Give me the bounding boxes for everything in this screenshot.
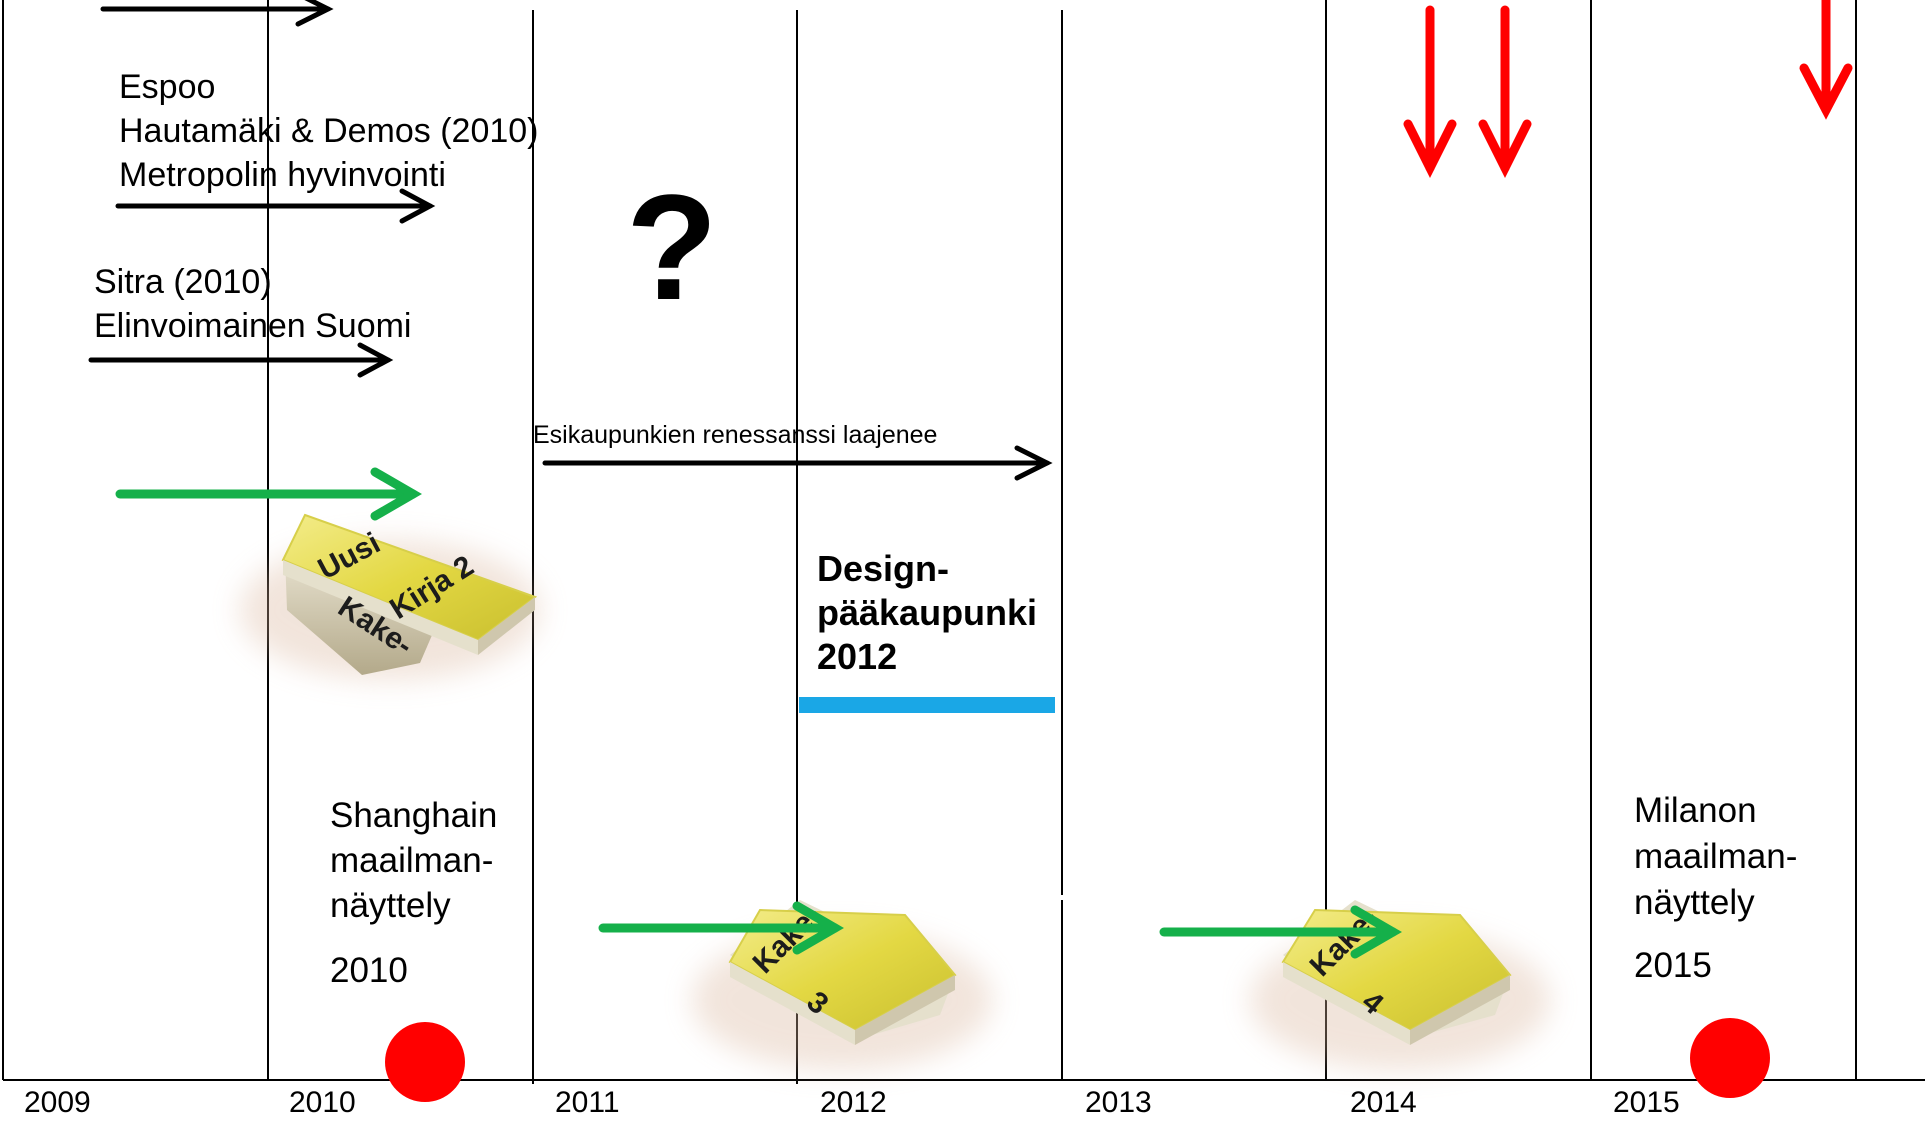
question-mark: ? xyxy=(626,163,718,331)
green-arrows xyxy=(115,467,1402,959)
year-label-2013: 2013 xyxy=(1085,1086,1152,1119)
year-label-2010: 2010 xyxy=(289,1086,356,1119)
shanghai-line3: näyttely xyxy=(330,886,451,925)
green-arrow-1 xyxy=(115,467,422,521)
event-dot-shanghai xyxy=(385,1022,465,1102)
milan-line1: Milanon xyxy=(1634,791,1757,830)
year-label-2015: 2015 xyxy=(1613,1086,1680,1119)
arrow-sitra xyxy=(88,342,394,378)
design-capital-bar xyxy=(799,697,1055,713)
espoo-label: Espoo xyxy=(119,68,216,106)
design-capital-line1: Design- xyxy=(817,548,950,589)
milan-line3: näyttely xyxy=(1634,883,1755,922)
black-arrows xyxy=(88,0,1053,481)
metropolin-label: Metropolin hyvinvointi xyxy=(119,156,446,194)
milan-line2: maailman- xyxy=(1634,837,1798,876)
red-arrow-1 xyxy=(1403,5,1457,179)
arrow-espoo xyxy=(115,188,436,224)
event-dot-milan xyxy=(1690,1018,1770,1098)
red-arrow-2 xyxy=(1478,5,1532,179)
year-label-2012: 2012 xyxy=(820,1086,887,1119)
arrow-renaissance xyxy=(542,445,1053,481)
year-label-2011: 2011 xyxy=(555,1086,620,1119)
red-arrow-3 xyxy=(1799,0,1853,120)
milan-line4: 2015 xyxy=(1634,946,1712,985)
green-arrow-2 xyxy=(598,901,844,955)
year-label-2014: 2014 xyxy=(1350,1086,1417,1119)
year-dividers xyxy=(2,0,1857,1084)
shanghai-line2: maailman- xyxy=(330,841,494,880)
green-arrow-3 xyxy=(1159,905,1402,959)
renaissance-label: Esikaupunkien renessanssi laajenee xyxy=(533,421,938,449)
design-capital-line2: pääkaupunki xyxy=(817,592,1038,633)
red-arrows xyxy=(1403,0,1853,179)
sitra-label: Sitra (2010) xyxy=(94,263,272,301)
shanghai-line1: Shanghain xyxy=(330,796,498,835)
book-uusi-kake-kirja-2: Uusi Kake- Kirja 2 xyxy=(240,513,540,680)
year-label-2009: 2009 xyxy=(24,1086,91,1119)
hautamaki-demos-label: Hautamäki & Demos (2010) xyxy=(119,112,539,150)
design-capital-line3: 2012 xyxy=(817,636,898,677)
arrow-top xyxy=(100,0,334,27)
shanghai-line4: 2010 xyxy=(330,951,408,990)
book-kake-4: Kake- 4 xyxy=(1250,900,1550,1070)
elinvoimainen-label: Elinvoimainen Suomi xyxy=(94,307,412,345)
